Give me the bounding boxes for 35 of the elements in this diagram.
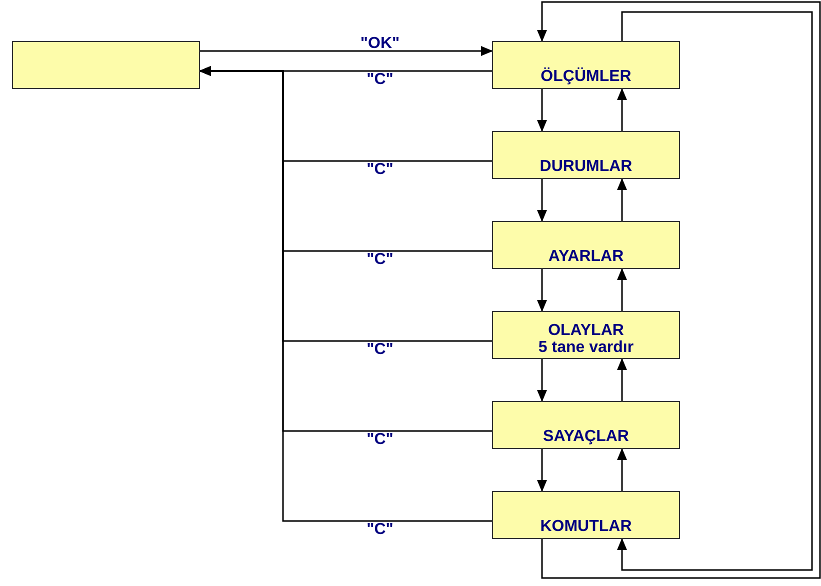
- arrow: [617, 448, 627, 491]
- edge-label: "OK": [360, 36, 400, 52]
- arrow: [617, 358, 627, 401]
- menu-label: AYARLAR: [548, 248, 624, 265]
- edge-label: "C": [366, 162, 394, 178]
- menu-box: [492, 311, 680, 359]
- edge-label: "C": [366, 432, 394, 448]
- arrow: [537, 359, 547, 402]
- menu-label: ÖLÇÜMLER: [540, 68, 632, 85]
- arrow: [617, 88, 627, 131]
- arrow: [537, 179, 547, 222]
- edge-label: "C": [366, 522, 394, 538]
- edge-label: "C": [366, 72, 394, 88]
- menu-label: SAYAÇLAR: [543, 428, 629, 445]
- arrow: [617, 178, 627, 221]
- arrow: [537, 89, 547, 132]
- menu-label: 5 tane vardır: [538, 339, 634, 356]
- arrow: [199, 66, 492, 522]
- menu-label: KOMUTLAR: [540, 518, 632, 535]
- menu-box: [492, 221, 680, 269]
- menu-box: [492, 491, 680, 539]
- menu-label: OLAYLAR: [548, 322, 624, 339]
- edge-label: "C": [366, 342, 394, 358]
- arrow: [200, 46, 493, 56]
- menu-box: [492, 401, 680, 449]
- arrow: [617, 11, 813, 571]
- menu-box: [12, 41, 200, 89]
- menu-box: [492, 131, 680, 179]
- arrow: [537, 269, 547, 312]
- edge-label: "C": [366, 252, 394, 268]
- menu-box: [492, 41, 680, 89]
- arrow: [537, 1, 821, 579]
- menu-label: DURUMLAR: [540, 158, 632, 175]
- arrow: [537, 449, 547, 492]
- arrow: [617, 268, 627, 311]
